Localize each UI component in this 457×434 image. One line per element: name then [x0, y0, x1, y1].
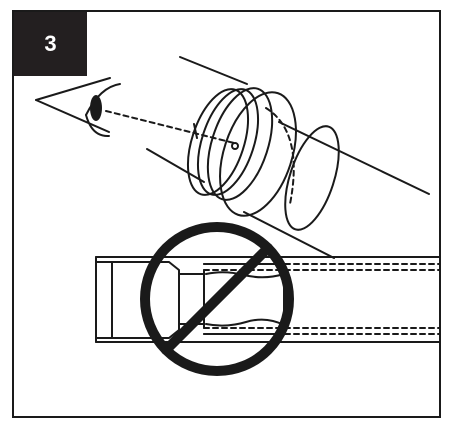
no-symbol-icon [140, 222, 294, 376]
sight-line [105, 110, 235, 144]
eye-icon [35, 77, 121, 138]
instruction-panel: 3 [12, 10, 441, 418]
illustration [35, 56, 439, 376]
step-number: 3 [44, 31, 57, 56]
step-number-badge: 3 [14, 12, 87, 76]
tube-fitting [146, 56, 430, 259]
